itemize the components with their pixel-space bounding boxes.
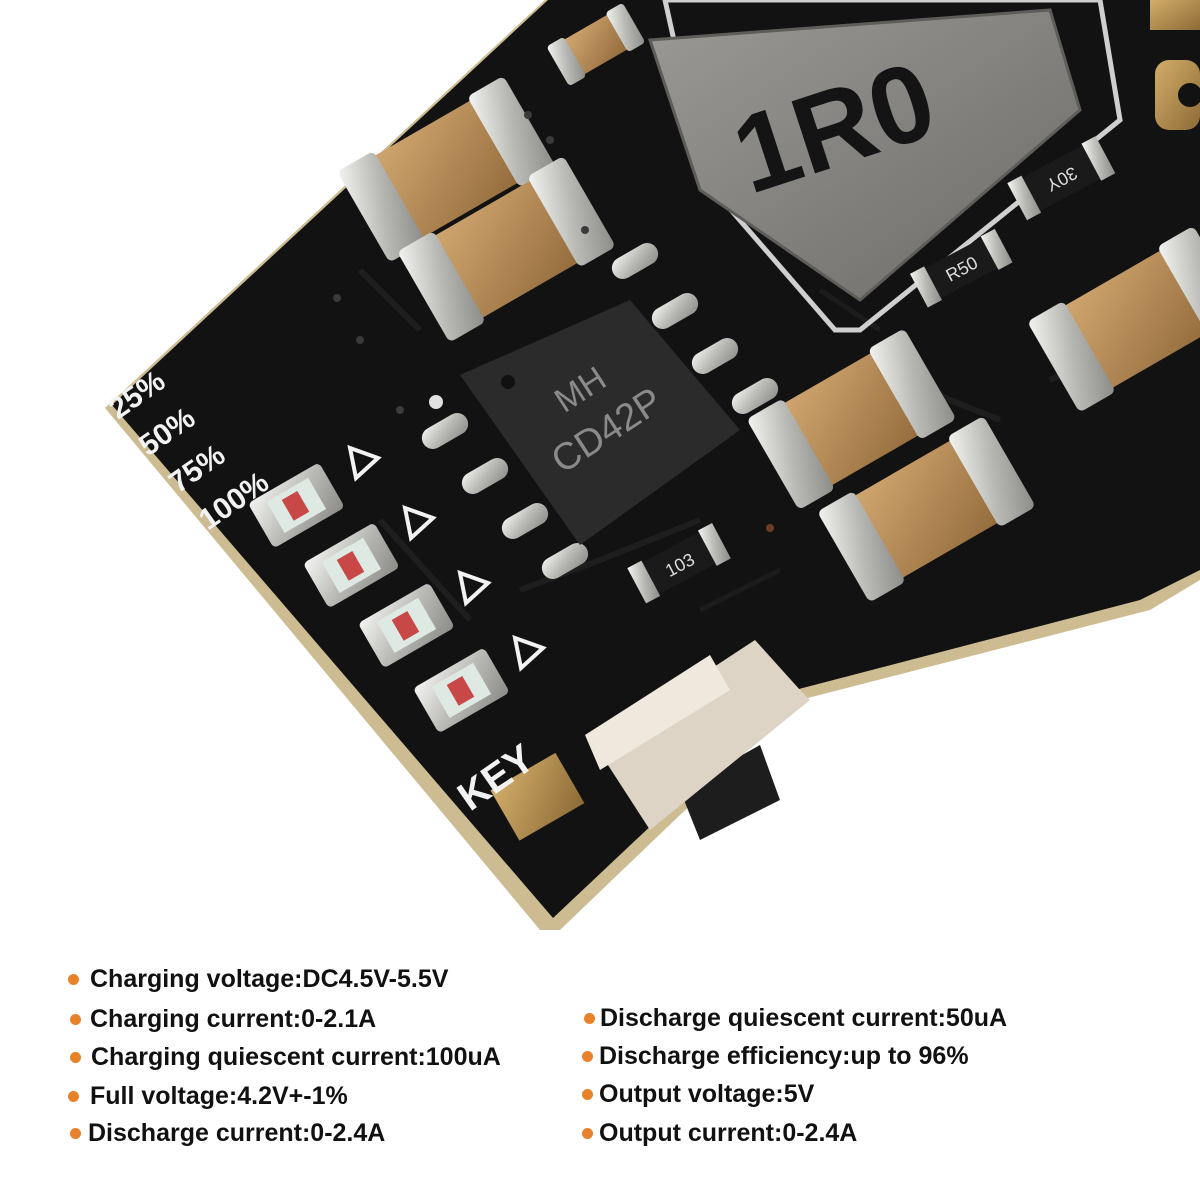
bullet-icon <box>582 1128 593 1139</box>
gold-pads <box>1150 0 1200 130</box>
spec-item: Output voltage:5V <box>582 1079 814 1109</box>
spec-text: Charging voltage:DC4.5V-5.5V <box>90 965 449 993</box>
spec-text: Discharge quiescent current:50uA <box>600 1004 1008 1032</box>
vias <box>333 111 774 532</box>
spec-text: Discharge efficiency:up to 96% <box>599 1042 969 1070</box>
spec-text: Charging quiescent current:100uA <box>91 1043 501 1071</box>
spec-text: Full voltage:4.2V+-1% <box>90 1082 348 1110</box>
spec-text: Discharge current:0-2.4A <box>88 1119 386 1147</box>
spec-item: Full voltage:4.2V+-1% <box>68 1081 348 1111</box>
product-photo: 1R0 <box>103 0 1200 930</box>
ic-chip: MH CD42P <box>421 243 779 579</box>
bullet-icon <box>70 1052 81 1063</box>
spec-item: Discharge efficiency:up to 96% <box>582 1041 969 1071</box>
spec-item: Output current:0-2.4A <box>582 1118 857 1148</box>
bullet-icon <box>68 1091 79 1102</box>
inductor: 1R0 <box>647 0 1123 333</box>
bullet-icon <box>70 1014 81 1025</box>
bullet-icon <box>70 1128 81 1139</box>
leds <box>249 444 547 732</box>
spec-item: Charging current:0-2.1A <box>68 1004 376 1034</box>
spec-item: Discharge current:0-2.4A <box>68 1118 385 1148</box>
spec-item: Charging quiescent current:100uA <box>68 1042 501 1072</box>
spec-text: Charging current:0-2.1A <box>90 1005 377 1033</box>
bullet-icon <box>584 1013 595 1024</box>
capacitors <box>339 4 1200 601</box>
resistors: 103 R50 30Y <box>627 136 1116 604</box>
bullet-icon <box>68 974 79 985</box>
spec-text: Output voltage:5V <box>599 1080 815 1108</box>
bullet-icon <box>582 1051 593 1062</box>
spec-item: Discharge quiescent current:50uA <box>582 1003 1007 1033</box>
bullet-icon <box>582 1089 593 1100</box>
spec-text: Output current:0-2.4A <box>599 1119 858 1147</box>
spec-item: Charging voltage:DC4.5V-5.5V <box>68 964 448 994</box>
